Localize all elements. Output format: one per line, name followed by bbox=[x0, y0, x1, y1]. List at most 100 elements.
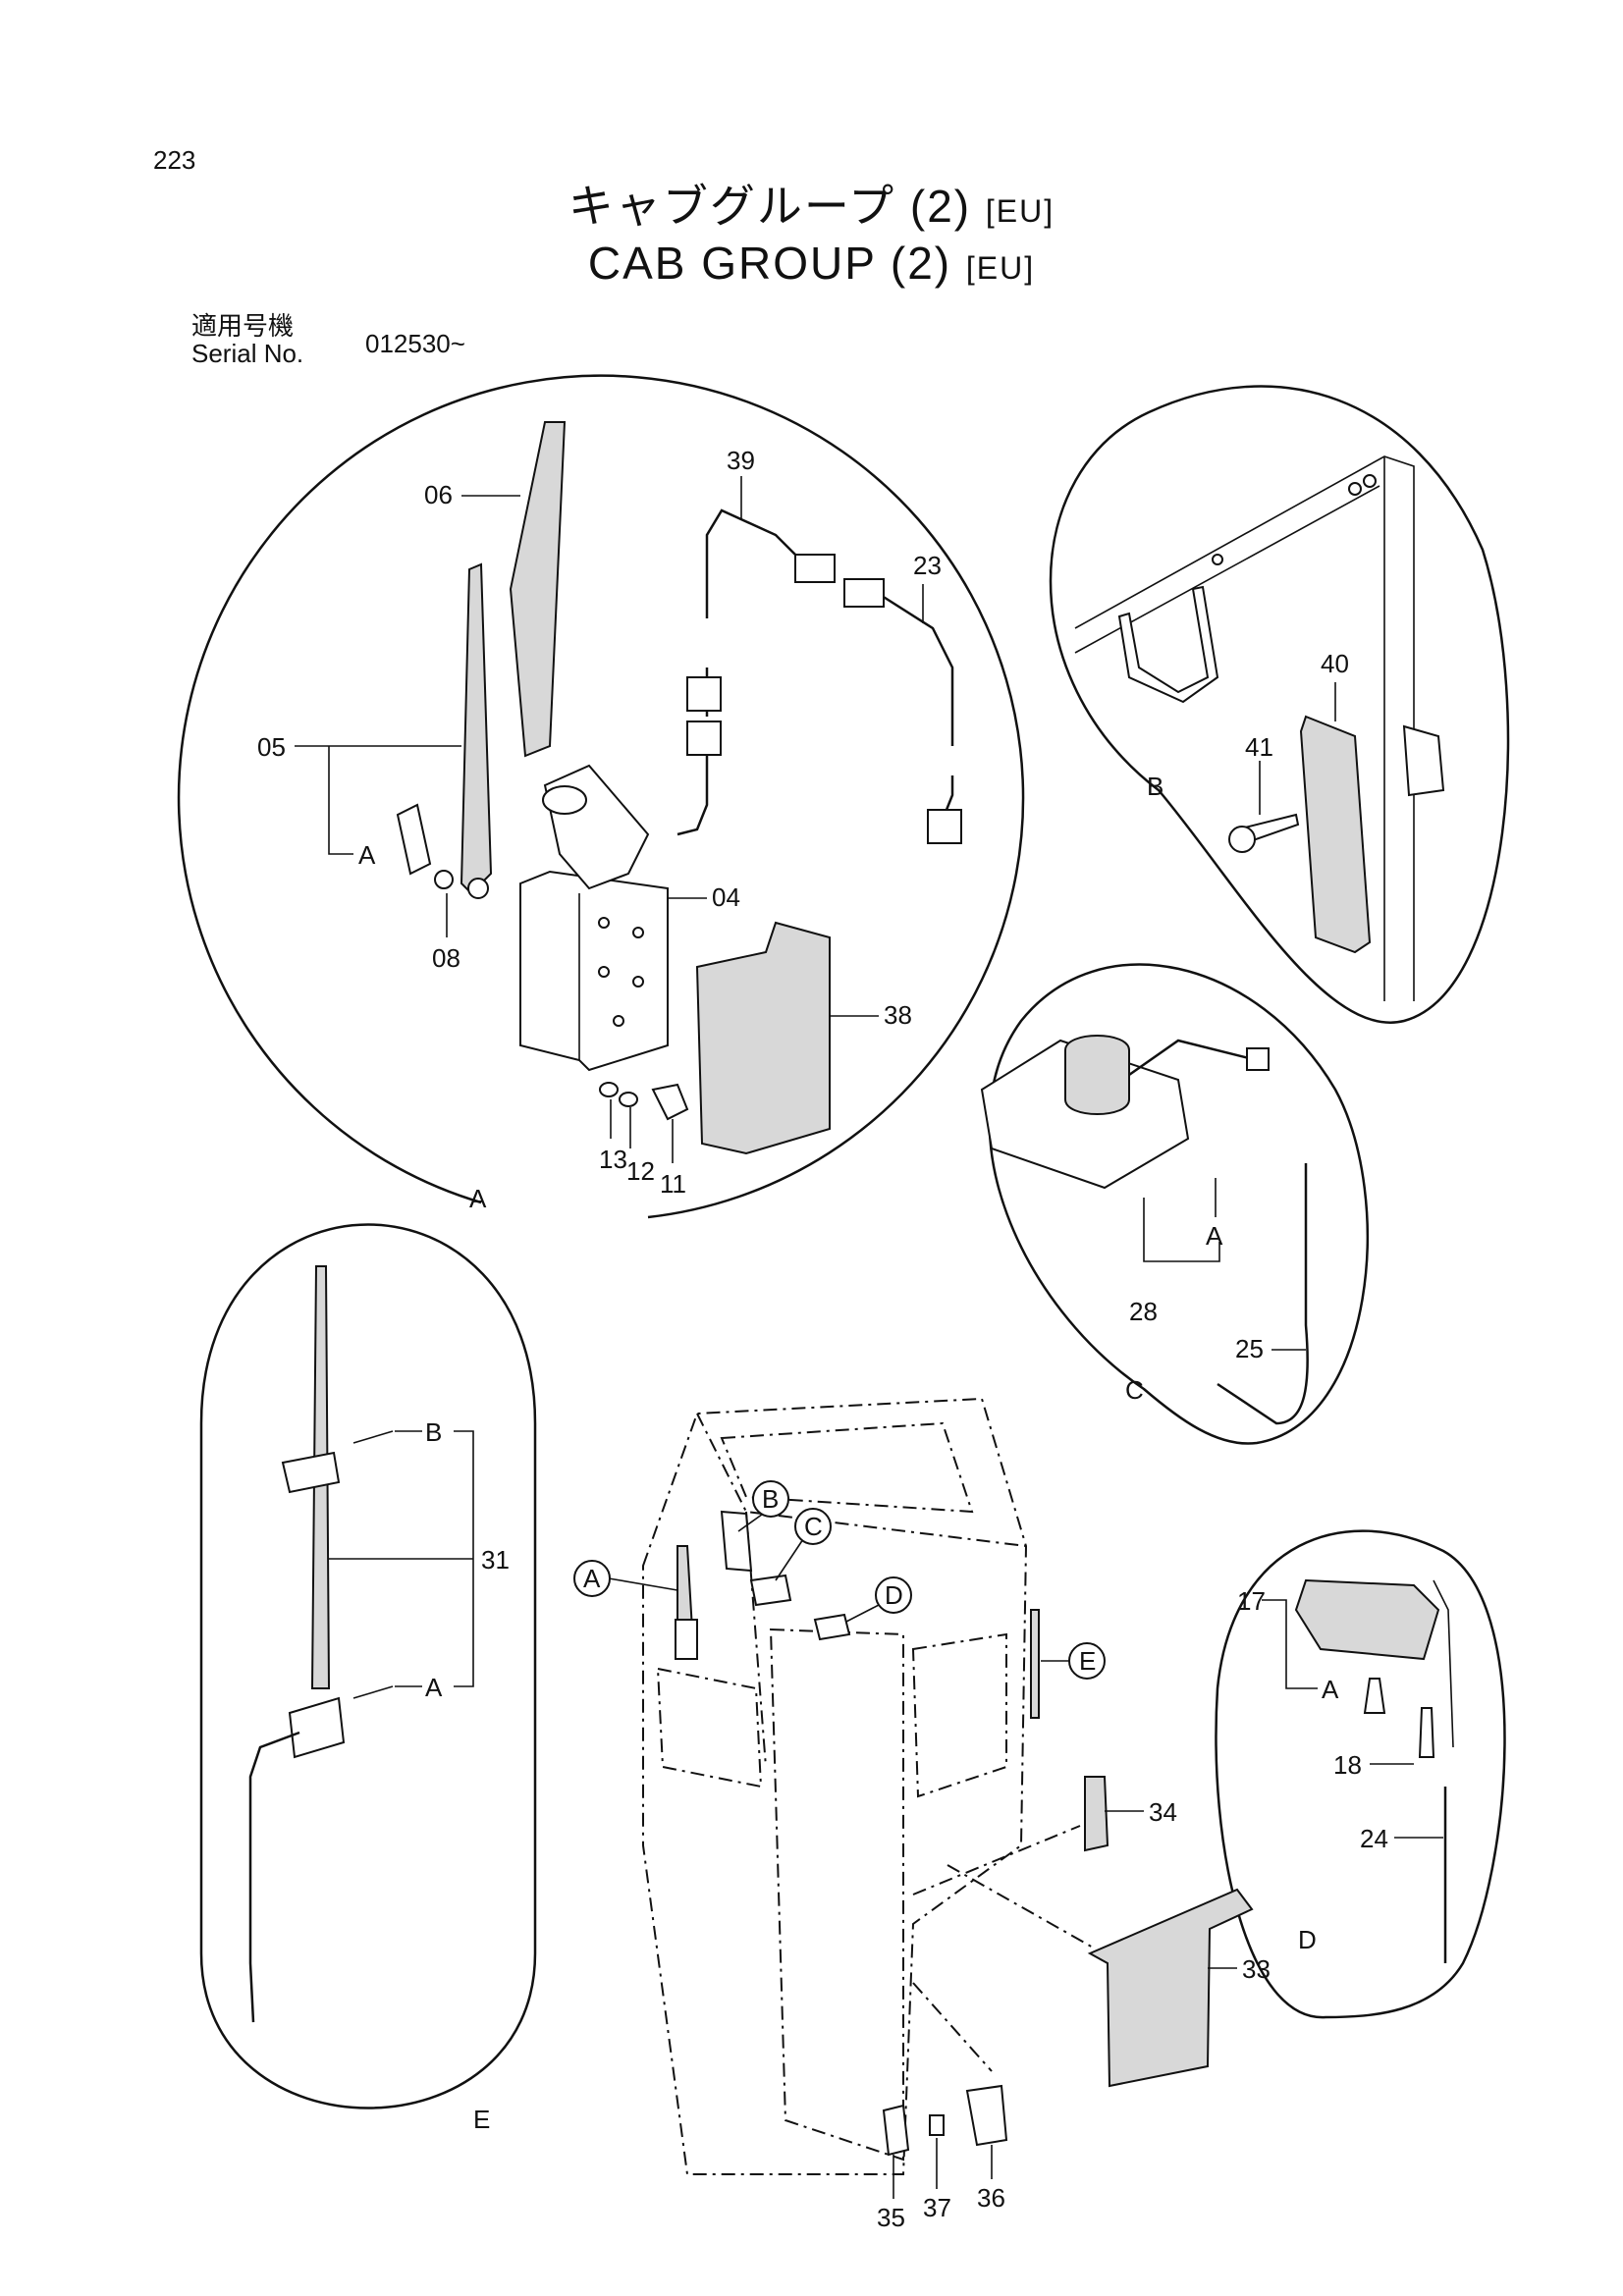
motor-cap bbox=[542, 785, 587, 815]
wiper-blade-06 bbox=[509, 421, 567, 758]
serial-value: 012530~ bbox=[365, 329, 465, 358]
cover-33 bbox=[1087, 1888, 1254, 2088]
bracket-hole-3 bbox=[598, 966, 610, 978]
detail-a-boundary bbox=[177, 374, 1025, 1219]
title-en-text: CAB GROUP (2) bbox=[587, 238, 952, 289]
wiper-motor bbox=[543, 764, 650, 890]
callout-38: 38 bbox=[884, 1000, 912, 1030]
antenna-bracket-upper bbox=[281, 1451, 341, 1494]
callout-35: 35 bbox=[877, 2203, 905, 2232]
marker-c-label: C bbox=[804, 1512, 823, 1541]
detail-c-switch: A 28 25 C bbox=[980, 963, 1370, 1445]
switch-knob bbox=[1064, 1035, 1130, 1115]
serial-label-jp: 適用号機 bbox=[191, 311, 295, 341]
leader-31 bbox=[329, 1430, 474, 1687]
callout-41: 41 bbox=[1245, 732, 1273, 762]
washer-13 bbox=[599, 1082, 619, 1097]
antenna-base bbox=[288, 1696, 346, 1759]
callout-34: 34 bbox=[1149, 1797, 1177, 1827]
page-number: 223 bbox=[153, 145, 196, 175]
cab-antenna bbox=[1030, 1609, 1040, 1719]
harness-23 bbox=[878, 592, 954, 821]
switch-connector bbox=[1246, 1047, 1270, 1071]
cab-switch bbox=[749, 1574, 792, 1607]
callout-b-e: B bbox=[425, 1417, 442, 1447]
callout-08: 08 bbox=[432, 943, 460, 973]
callout-17: 17 bbox=[1237, 1586, 1266, 1616]
marker-d-circle bbox=[875, 1576, 912, 1614]
cab-work-light bbox=[813, 1613, 851, 1641]
callout-37: 37 bbox=[923, 2193, 951, 2222]
grab-handle bbox=[1117, 585, 1219, 704]
serial-label-en: Serial No. bbox=[191, 339, 304, 368]
room-light-40 bbox=[1299, 715, 1372, 954]
serial-label: 適用号機 Serial No. bbox=[191, 312, 303, 367]
antenna-screw-b bbox=[352, 1430, 394, 1444]
callout-18: 18 bbox=[1333, 1750, 1362, 1780]
callout-06: 06 bbox=[424, 480, 453, 509]
cab-room-light bbox=[720, 1510, 753, 1573]
harness-25 bbox=[1217, 1163, 1309, 1425]
title-en-tag: [EU] bbox=[965, 250, 1036, 286]
marker-e-label: E bbox=[1079, 1646, 1096, 1676]
bracket-hole-2 bbox=[632, 927, 644, 938]
title-jp-text: キャブグループ (2) bbox=[568, 181, 972, 232]
callout-39: 39 bbox=[727, 446, 755, 475]
callout-a-detail: A bbox=[358, 840, 376, 870]
callout-12: 12 bbox=[626, 1156, 655, 1186]
motor-bracket-04 bbox=[519, 870, 669, 1072]
plate-37 bbox=[929, 2114, 945, 2136]
work-light-17 bbox=[1294, 1578, 1440, 1661]
marker-c: C bbox=[775, 1508, 832, 1581]
connector-23a bbox=[843, 578, 885, 608]
light-bracket bbox=[1402, 724, 1445, 797]
marker-d-pointer bbox=[845, 1604, 880, 1623]
callout-36: 36 bbox=[977, 2183, 1005, 2213]
connector-39b bbox=[686, 721, 722, 756]
detail-e-boundary bbox=[199, 1223, 537, 2109]
detail-d-boundary bbox=[1215, 1529, 1506, 2019]
marker-c-circle bbox=[794, 1508, 832, 1545]
detail-c-label: C bbox=[1125, 1375, 1144, 1405]
marker-d-label: D bbox=[885, 1580, 903, 1610]
nut-08 bbox=[434, 870, 454, 889]
cab-side-window bbox=[911, 1632, 1007, 1798]
marker-d: D bbox=[845, 1576, 912, 1623]
detail-e-antenna: B 31 A E bbox=[199, 1223, 537, 2134]
callout-28: 28 bbox=[1129, 1297, 1158, 1326]
arm-pivot bbox=[467, 878, 489, 899]
callout-05: 05 bbox=[257, 732, 286, 762]
marker-b: B bbox=[737, 1480, 789, 1532]
bracket-hole-5 bbox=[613, 1015, 624, 1027]
arm-cap bbox=[396, 803, 432, 876]
washer-12 bbox=[619, 1092, 638, 1107]
bracket-hole-1 bbox=[598, 917, 610, 929]
marker-a-circle bbox=[573, 1560, 611, 1597]
work-light-wire bbox=[1433, 1579, 1454, 1748]
callout-a-c: A bbox=[1206, 1221, 1223, 1251]
marker-e: E bbox=[1041, 1642, 1106, 1680]
title-japanese: キャブグループ (2) [EU] bbox=[0, 179, 1623, 239]
marker-a-label: A bbox=[583, 1564, 601, 1593]
cab-wiper bbox=[676, 1545, 694, 1630]
antenna-cable bbox=[248, 1731, 300, 2023]
callout-04: 04 bbox=[712, 882, 740, 912]
antenna-screw-a bbox=[352, 1685, 394, 1699]
callout-13: 13 bbox=[599, 1145, 627, 1174]
connector-39a bbox=[686, 676, 722, 712]
marker-a: A bbox=[573, 1560, 678, 1597]
bolt-41-head bbox=[1228, 826, 1256, 853]
leader-17 bbox=[1262, 1599, 1318, 1689]
cab-door bbox=[769, 1628, 904, 2162]
title-jp-tag: [EU] bbox=[985, 193, 1055, 229]
cab-outline bbox=[642, 1397, 1028, 2175]
detail-a-wiper: 06 39 23 05 A 04 08 38 13 12 11 A bbox=[177, 374, 1025, 1219]
wiper-arm-05 bbox=[460, 562, 493, 895]
harness-39 bbox=[676, 508, 796, 836]
marker-e-circle bbox=[1068, 1642, 1106, 1680]
callout-11: 11 bbox=[660, 1169, 686, 1199]
callout-a-d: A bbox=[1322, 1675, 1339, 1704]
title-english: CAB GROUP (2) [EU] bbox=[0, 236, 1623, 295]
cover-34 bbox=[1084, 1776, 1109, 1852]
